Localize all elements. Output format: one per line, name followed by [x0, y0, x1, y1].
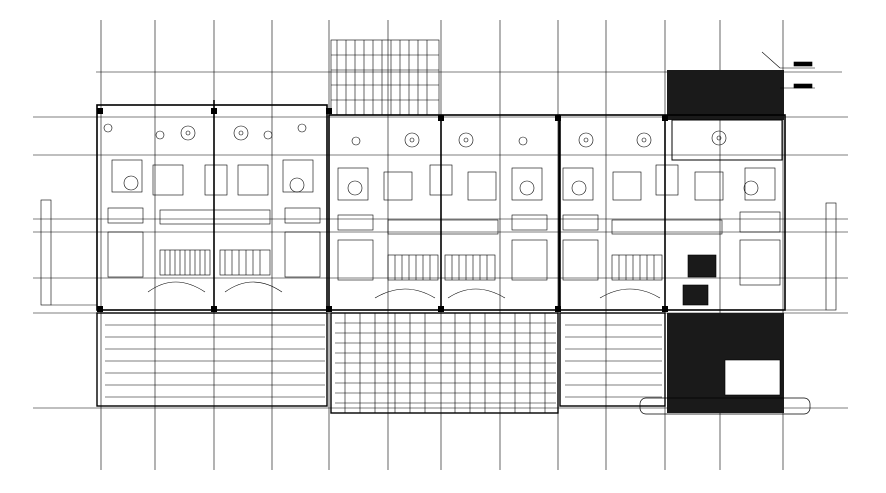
hatched-yard-bottom-right — [639, 313, 811, 415]
leader-lines — [761, 51, 815, 89]
lower-yard-right — [559, 312, 666, 407]
living-dining-furniture — [111, 159, 776, 201]
hatched-terrace-top — [667, 70, 784, 161]
kitchen-bath-blocks — [107, 207, 781, 286]
pergola-slats — [330, 39, 440, 116]
lower-yard-left — [96, 312, 328, 407]
building-walls — [96, 100, 786, 311]
column-markers — [97, 108, 668, 312]
entrance-door-swings — [147, 281, 661, 299]
lower-yard-center-grid — [330, 312, 559, 414]
side-brackets — [40, 199, 837, 311]
terrace-tables — [103, 123, 727, 148]
stairs — [159, 249, 717, 306]
